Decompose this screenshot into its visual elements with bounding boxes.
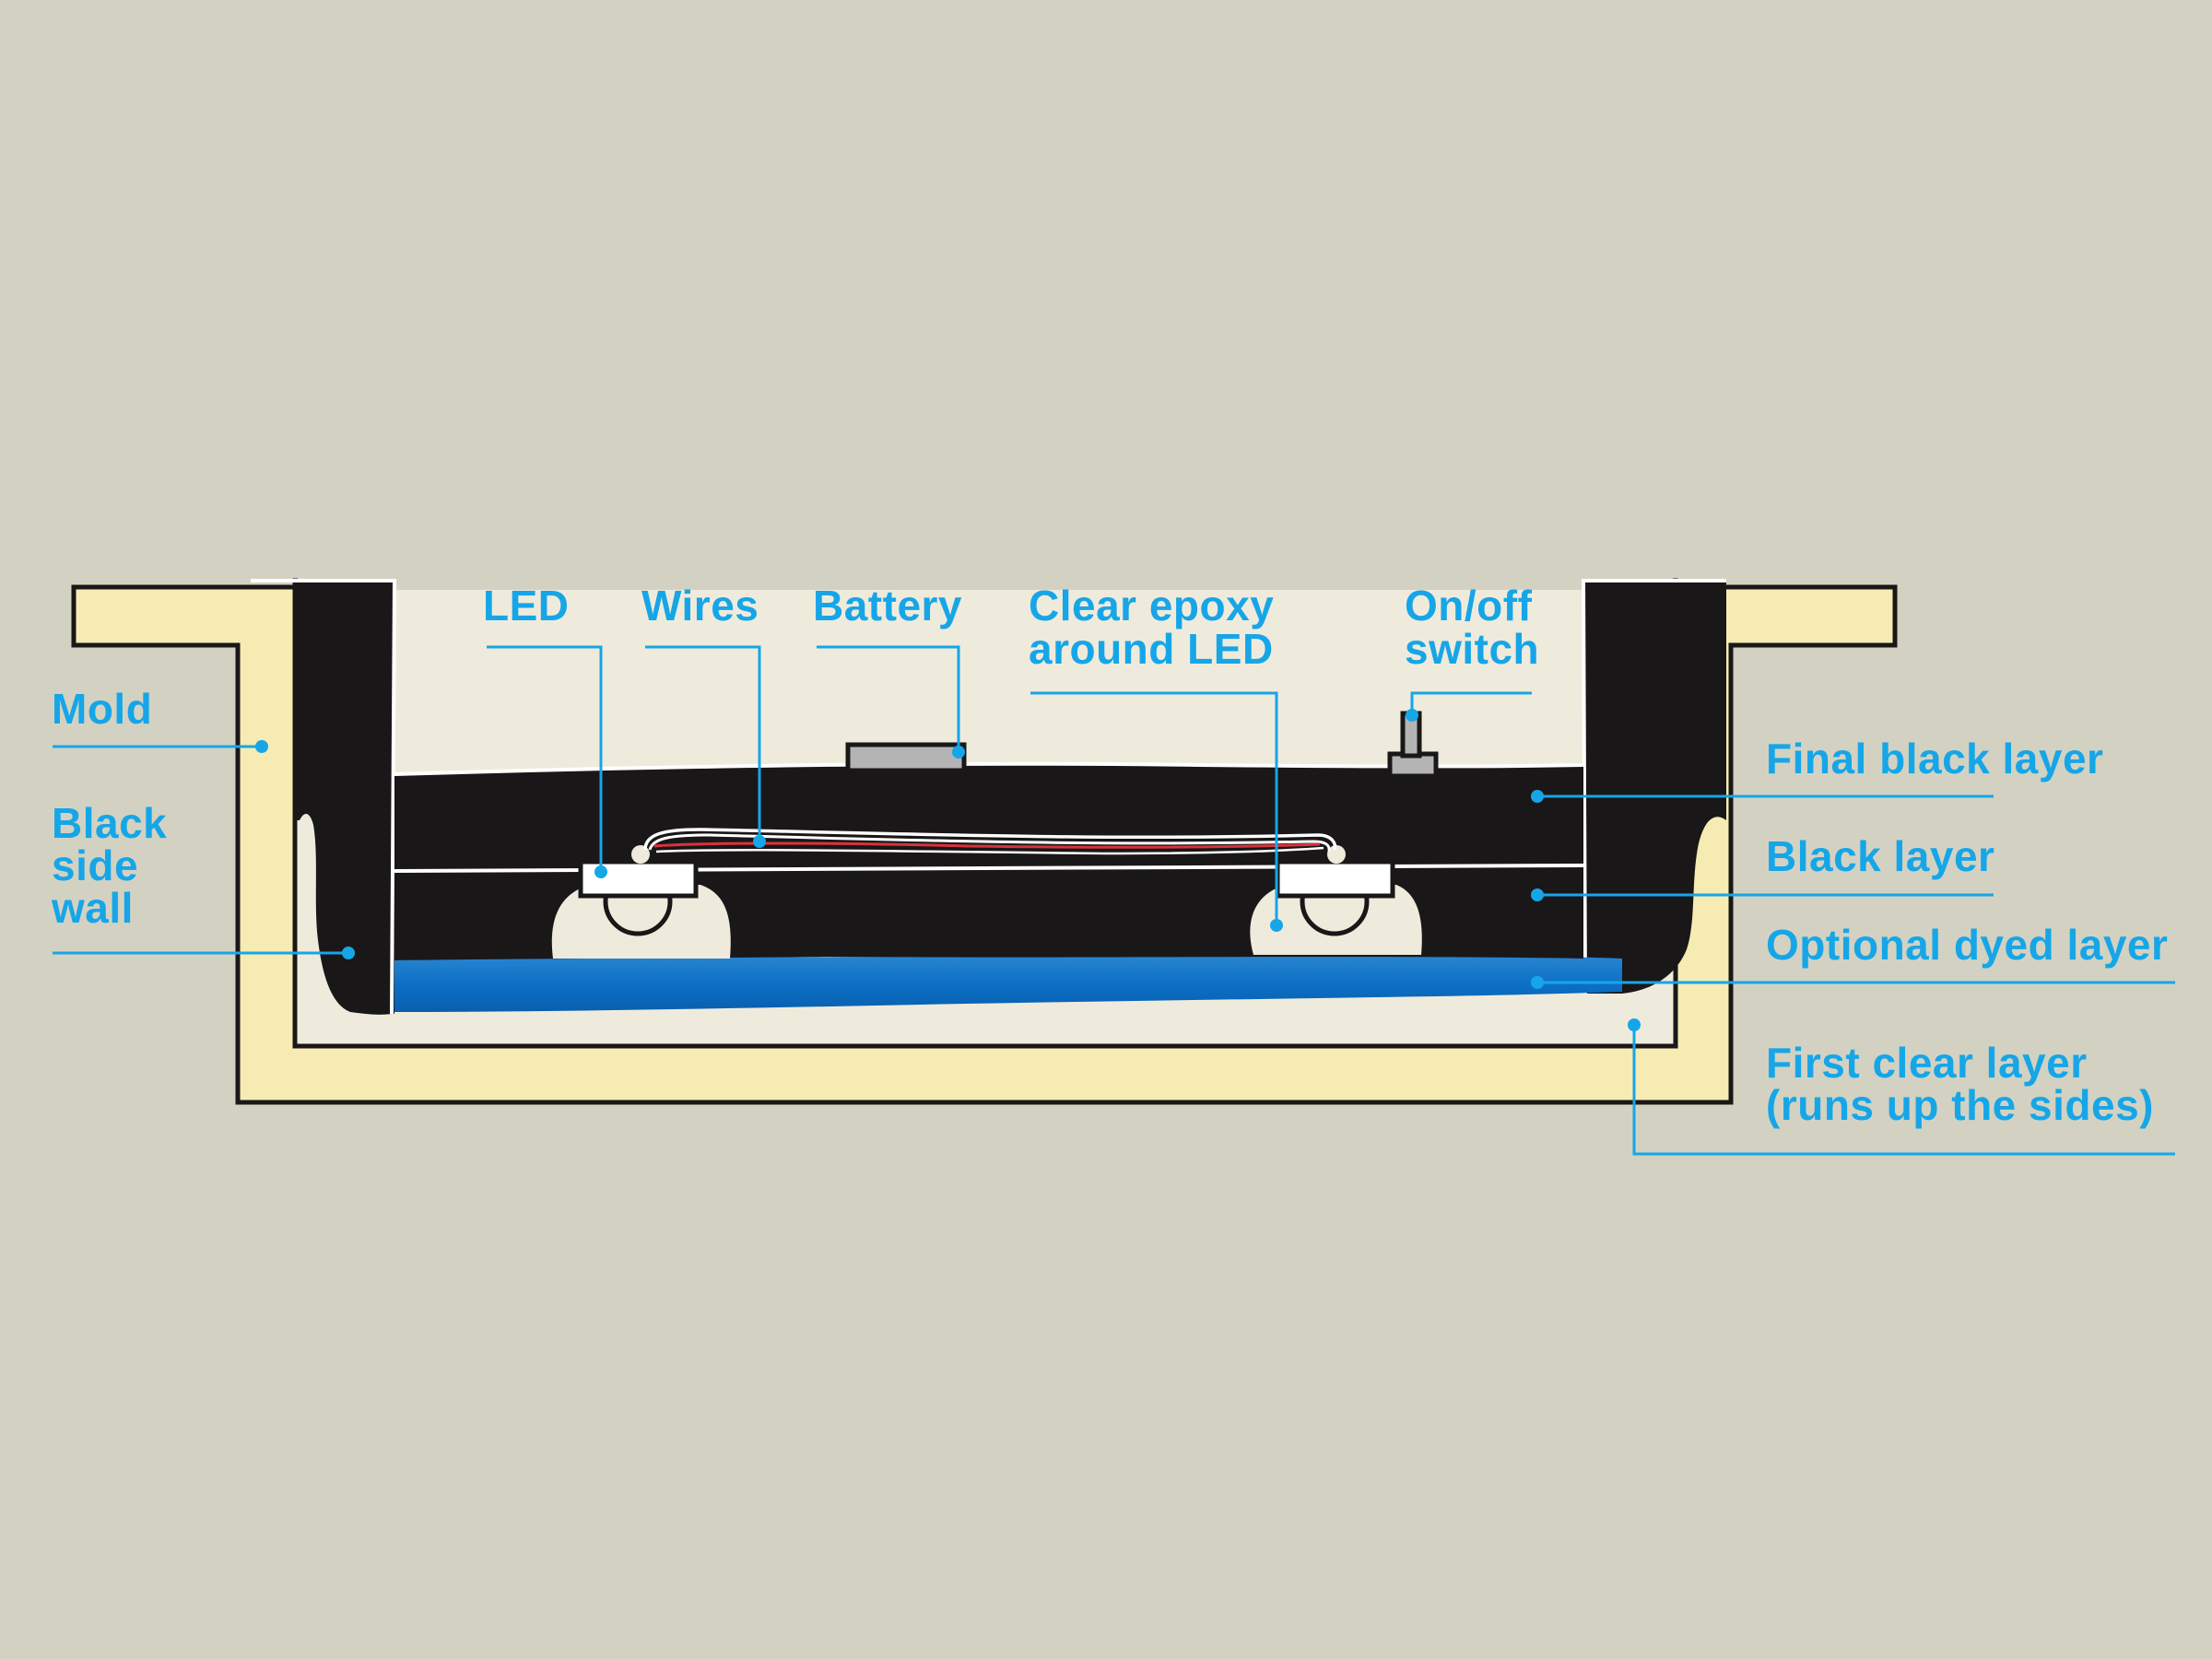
callout-dot-dyed-layer xyxy=(1531,976,1544,989)
led-leg-left xyxy=(631,845,650,864)
callout-dot-switch xyxy=(1406,709,1418,722)
callout-dot-side-wall xyxy=(342,947,355,959)
label-mold: Mold xyxy=(52,685,153,733)
final-black-layer-top-edge xyxy=(394,761,1584,776)
label-switch-line2: switch xyxy=(1405,625,1540,673)
callout-dot-first-clear xyxy=(1628,1018,1641,1031)
label-final-black-layer: Final black layer xyxy=(1766,735,2104,782)
callout-line-first-clear xyxy=(1632,1025,2175,1156)
callout-dot-black-layer xyxy=(1531,888,1544,901)
dyed-layer-shape xyxy=(394,954,1622,1012)
callout-line-clear-epoxy xyxy=(1030,691,1278,925)
wire-white-1 xyxy=(643,828,1337,851)
black-side-wall-right-edge xyxy=(1581,579,1726,994)
callout-dot-final-black xyxy=(1531,790,1544,803)
cavity-opening xyxy=(298,571,1673,590)
label-battery: Battery xyxy=(813,582,963,629)
callout-line-wires xyxy=(645,645,761,841)
label-switch-line1: On/off xyxy=(1405,582,1533,629)
label-optional-dyed-layer: Optional dyed layer xyxy=(1766,921,2169,969)
led-body-right xyxy=(1275,859,1395,899)
callout-lines xyxy=(53,645,2175,1156)
label-side-wall-line3: wall xyxy=(52,884,134,932)
black-side-wall-right xyxy=(1583,581,1726,994)
wire-red xyxy=(653,841,1321,849)
callout-line-led xyxy=(487,645,603,872)
final-black-layer-shape xyxy=(394,763,1583,870)
label-clear-epoxy-line2: around LED xyxy=(1029,625,1274,673)
wire-white-3 xyxy=(655,846,1324,855)
callout-dot-mold xyxy=(255,740,268,753)
callout-dot-clear-epoxy xyxy=(1270,919,1283,932)
label-first-clear-line2: (runs up the sides) xyxy=(1766,1081,2154,1129)
first-clear-layer-shape xyxy=(300,816,1672,1041)
callout-dot-battery xyxy=(952,746,965,759)
label-side-wall-line1: Black xyxy=(52,799,168,847)
label-first-clear-line1: First clear layer xyxy=(1766,1039,2088,1087)
callout-line-battery xyxy=(817,645,960,752)
black-side-wall-left xyxy=(251,581,394,1015)
callout-dots xyxy=(255,709,1641,1031)
callout-dot-led xyxy=(594,865,607,878)
battery-shape xyxy=(845,742,967,773)
label-led: LED xyxy=(483,582,570,629)
callout-line-switch xyxy=(1410,691,1532,715)
wire-white-2 xyxy=(648,833,1331,853)
callout-dot-wires xyxy=(753,835,766,848)
led-leg-right xyxy=(1327,845,1346,864)
label-clear-epoxy-line1: Clear epoxy xyxy=(1029,582,1275,629)
label-side-wall-line2: side xyxy=(52,841,139,889)
black-side-wall-left-edge xyxy=(251,579,397,1015)
label-wires: Wires xyxy=(641,582,759,629)
label-black-layer: Black layer xyxy=(1766,832,1995,880)
